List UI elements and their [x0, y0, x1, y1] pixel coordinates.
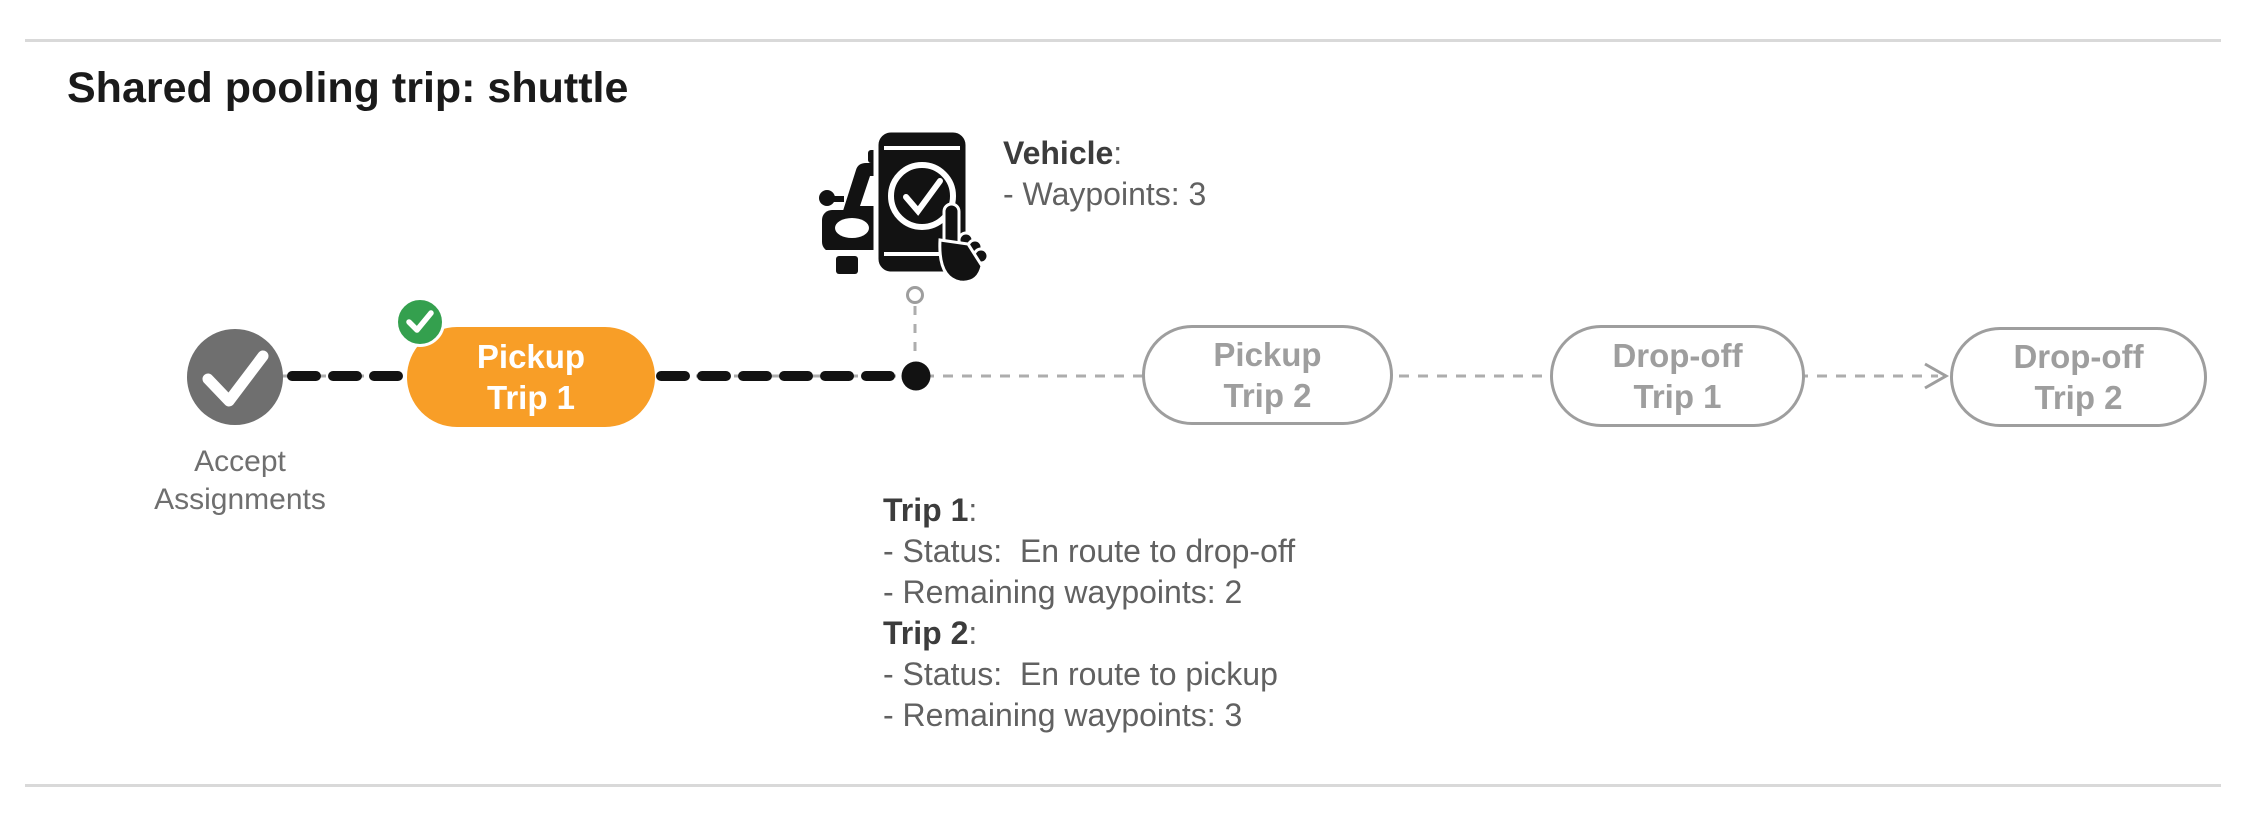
node-pickup-trip-2: Pickup Trip 2 [1142, 325, 1393, 425]
current-position-dot [901, 361, 931, 391]
check-icon [406, 310, 434, 333]
completed-badge [395, 297, 445, 347]
node-pickup-trip-1: Pickup Trip 1 [407, 327, 655, 427]
node-label-line: Pickup [476, 338, 586, 375]
trip-1-waypoints-line: - Remaining waypoints: 2 [883, 574, 1243, 610]
check-icon [202, 350, 269, 407]
node-label-line: Trip 2 [1223, 377, 1312, 414]
vehicle-info-heading: Vehicle: [1003, 133, 1206, 174]
vehicle-info: Vehicle: - Waypoints: 3 [1003, 133, 1206, 215]
trip-2-heading: Trip 2: [883, 613, 1295, 654]
trip-2-heading-text: Trip 2 [883, 615, 969, 651]
colon-text: : [968, 492, 978, 528]
node-label-line: Trip 2 [2034, 379, 2123, 416]
vehicle-waypoints-line: - Waypoints: 3 [1003, 176, 1207, 212]
vehicle-heading-text: Vehicle [1003, 135, 1114, 171]
top-divider [25, 39, 2221, 42]
accept-assignments-node [187, 329, 283, 425]
arrowhead-icon [1924, 362, 1950, 390]
trip-2-waypoints-line: - Remaining waypoints: 3 [883, 697, 1243, 733]
vehicle-connector-circle [906, 286, 924, 304]
page-title: Shared pooling trip: shuttle [67, 64, 629, 112]
trip-status: Trip 1: - Status: En route to drop-off -… [883, 490, 1295, 736]
trip-1-heading: Trip 1: [883, 490, 1295, 531]
node-dropoff-trip-2: Drop-off Trip 2 [1950, 327, 2207, 427]
vehicle-smartphone-icon [819, 127, 990, 284]
node-label-line: Accept [194, 445, 286, 478]
node-label-line: Pickup [1213, 336, 1322, 373]
colon-text: : [968, 615, 978, 651]
node-label-line: Assignments [154, 483, 326, 516]
accept-assignments-label: Accept Assignments [90, 443, 390, 519]
node-dropoff-trip-1: Drop-off Trip 1 [1550, 325, 1805, 427]
trip-1-status-line: - Status: En route to drop-off [883, 533, 1296, 569]
node-label-line: Trip 1 [486, 379, 576, 416]
bottom-divider [25, 784, 2221, 787]
colon-text: : [1113, 135, 1123, 171]
trip-1-heading-text: Trip 1 [883, 492, 969, 528]
trip-2-status-line: - Status: En route to pickup [883, 656, 1278, 692]
node-label-line: Drop-off [2013, 338, 2144, 375]
node-label-line: Drop-off [1612, 337, 1743, 374]
node-label-line: Trip 1 [1633, 378, 1722, 415]
